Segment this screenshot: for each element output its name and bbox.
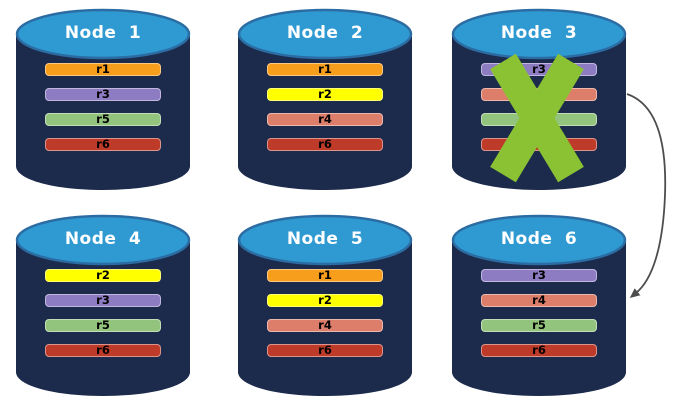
replica-bar <box>481 138 597 151</box>
replica-label: r5 <box>532 317 546 332</box>
node-title: Node 3 <box>500 23 578 43</box>
replica-bar: r1 <box>267 269 383 282</box>
replica-bar: r4 <box>267 113 383 126</box>
replica-bar: r1 <box>267 63 383 76</box>
replica-label: r3 <box>532 267 546 282</box>
replica-bar: r3 <box>481 63 597 76</box>
replica-list: r1 r3 r5 r6 <box>45 63 161 163</box>
replica-bar: r2 <box>267 88 383 101</box>
replica-bar: r4 <box>267 319 383 332</box>
replica-bar: r3 <box>45 88 161 101</box>
node-title: Node 2 <box>286 23 364 43</box>
replica-bar: r1 <box>45 63 161 76</box>
replica-label: r6 <box>532 342 546 357</box>
replica-label: r3 <box>96 292 110 307</box>
replica-label: r5 <box>96 317 110 332</box>
replica-bar: r3 <box>481 269 597 282</box>
node-5: Node 5 r1 r2 r4 r6 <box>236 214 414 398</box>
node-6: Node 6 r3 r4 r5 r6 <box>450 214 628 398</box>
node-1: Node 1 r1 r3 r5 r6 <box>14 8 192 192</box>
replica-list: r3 <box>481 63 597 163</box>
replica-list: r1 r2 r4 r6 <box>267 63 383 163</box>
replica-bar <box>481 113 597 126</box>
replica-bar <box>481 88 597 101</box>
cylinder-top <box>15 214 191 266</box>
replica-label: r2 <box>318 292 332 307</box>
replica-label: r6 <box>96 342 110 357</box>
replica-bar: r6 <box>45 138 161 151</box>
replica-label: r6 <box>318 136 332 151</box>
replica-label: r1 <box>318 61 332 76</box>
replica-label: r2 <box>318 86 332 101</box>
replica-bar: r2 <box>45 269 161 282</box>
replica-label: r3 <box>96 86 110 101</box>
node-title: Node 5 <box>286 229 364 249</box>
node-2: Node 2 r1 r2 r4 r6 <box>236 8 414 192</box>
node-title: Node 4 <box>64 229 142 249</box>
replica-bar: r5 <box>481 319 597 332</box>
replica-bar: r5 <box>45 319 161 332</box>
replica-label: r2 <box>96 267 110 282</box>
replica-label: r4 <box>318 111 332 126</box>
replica-bar: r6 <box>267 344 383 357</box>
cylinder-top <box>451 214 627 266</box>
replica-label: r1 <box>318 267 332 282</box>
cylinder-top <box>15 8 191 60</box>
replica-bar: r5 <box>45 113 161 126</box>
node-title: Node 1 <box>64 23 142 43</box>
replica-label: r4 <box>318 317 332 332</box>
cylinder-top <box>237 8 413 60</box>
replica-label: r1 <box>96 61 110 76</box>
node-title: Node 6 <box>500 229 578 249</box>
replica-label: r6 <box>318 342 332 357</box>
replica-label: r3 <box>532 61 546 76</box>
replica-bar: r6 <box>481 344 597 357</box>
replica-label: r5 <box>96 111 110 126</box>
replica-list: r2 r3 r5 r6 <box>45 269 161 369</box>
node-3: Node 3 r3 <box>450 8 628 192</box>
replica-label: r4 <box>532 292 546 307</box>
cylinder-top <box>237 214 413 266</box>
replica-bar: r6 <box>267 138 383 151</box>
replica-label: r6 <box>96 136 110 151</box>
replica-list: r3 r4 r5 r6 <box>481 269 597 369</box>
failover-arrow-path <box>626 93 667 299</box>
replica-list: r1 r2 r4 r6 <box>267 269 383 369</box>
replica-bar: r3 <box>45 294 161 307</box>
replica-bar: r6 <box>45 344 161 357</box>
replica-bar: r4 <box>481 294 597 307</box>
node-4: Node 4 r2 r3 r5 r6 <box>14 214 192 398</box>
replica-bar: r2 <box>267 294 383 307</box>
